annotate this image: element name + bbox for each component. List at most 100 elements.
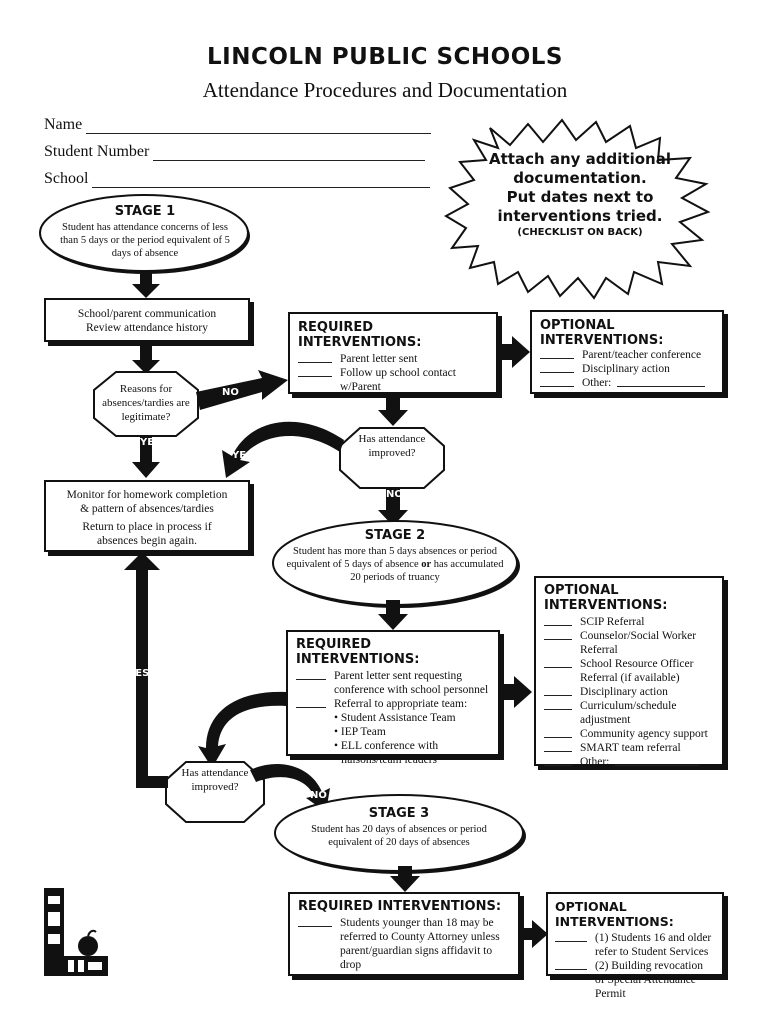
req2-item[interactable]: Parent letter sent requesting conference… xyxy=(296,669,490,697)
required-interventions-2: REQUIRED INTERVENTIONS: Parent letter se… xyxy=(286,630,500,766)
opt3-title: OPTIONAL INTERVENTIONS: xyxy=(555,899,674,929)
req3-item[interactable]: Students younger than 18 may be referred… xyxy=(298,916,510,972)
monitor-line2: & pattern of absences/tardies xyxy=(80,503,214,515)
school-label: School xyxy=(44,170,89,187)
opt1-item1-date[interactable] xyxy=(540,348,574,359)
stage2-text-b: has accumulated 20 periods of truancy xyxy=(350,559,504,583)
burst-line2: documentation. xyxy=(513,169,647,187)
opt1-item1-label: Parent/teacher conference xyxy=(582,349,702,361)
stage1-ellipse-shape xyxy=(39,194,249,272)
name-label: Name xyxy=(44,116,83,133)
stage2-text-or: or xyxy=(421,559,432,570)
school-field[interactable]: School xyxy=(44,170,431,188)
opt3-item2-date[interactable] xyxy=(555,959,587,970)
opt2-item[interactable]: Counselor/Social Worker Referral xyxy=(544,629,714,657)
decision2-shape xyxy=(339,427,445,489)
opt1-item[interactable]: Parent/teacher conference xyxy=(540,348,714,362)
burst-shape xyxy=(443,118,711,300)
logo-graphic xyxy=(44,888,108,976)
opt1-item2-date[interactable] xyxy=(540,362,574,373)
opt2-item[interactable]: Community agency support xyxy=(544,727,714,741)
decision3-no-label: NO xyxy=(310,790,327,801)
student-number-label: Student Number xyxy=(44,143,150,160)
monitor-line1: Monitor for homework completion xyxy=(66,489,228,501)
monitor-line3: Return to place in process if xyxy=(82,521,212,533)
opt2-item[interactable]: SMART team referral xyxy=(544,741,714,755)
req2-bullet: • Student Assistance Team xyxy=(334,712,456,724)
opt2-item[interactable]: Other: xyxy=(544,755,714,769)
decision1-no-label: NO xyxy=(222,387,239,398)
stage1: STAGE 1 Student has attendance concerns … xyxy=(56,204,234,260)
opt2-item[interactable]: Curriculum/schedule adjustment xyxy=(544,699,714,727)
opt2-item[interactable]: School Resource Officer Referral (if ava… xyxy=(544,657,714,685)
decision2-yes-label: YES xyxy=(232,450,254,461)
school-line[interactable] xyxy=(92,187,431,188)
required-interventions-3: REQUIRED INTERVENTIONS: Students younger… xyxy=(288,892,520,976)
decision1-yes-label: YES xyxy=(140,437,162,448)
opt1-item[interactable]: Other: xyxy=(540,376,714,390)
student-number-line[interactable] xyxy=(153,160,426,161)
req1-item2-label: Follow up school contact w/Parent xyxy=(340,367,456,393)
req2-item2-label: Referral to appropriate team: xyxy=(334,698,468,710)
stage1-title: STAGE 1 xyxy=(114,204,176,219)
req2-item1-date[interactable] xyxy=(296,669,326,680)
decision2-text: Has attendance improved? xyxy=(358,433,426,459)
opt2-item[interactable]: Disciplinary action xyxy=(544,685,714,699)
school-comm-line1: School/parent communication xyxy=(77,308,217,320)
burst-line4: interventions tried. xyxy=(497,207,663,225)
burst-checklist-note: (CHECKLIST ON BACK) xyxy=(517,227,643,238)
burst-line1: Attach any additional xyxy=(489,150,671,168)
name-line[interactable] xyxy=(86,133,432,134)
opt1-title: OPTIONAL INTERVENTIONS: xyxy=(540,318,664,348)
decision3-yes-label: YES xyxy=(128,668,150,679)
opt1-item3-label: Other: xyxy=(582,377,612,389)
decision2-no-label: NO xyxy=(386,489,403,500)
req2-title: REQUIRED INTERVENTIONS: xyxy=(296,637,420,667)
opt1-other-line[interactable] xyxy=(617,376,706,387)
opt3-item[interactable]: (2) Building revocation of Special Atten… xyxy=(555,959,715,1001)
opt1-item2-label: Disciplinary action xyxy=(582,363,670,375)
burst-note: Attach any additional documentation. Put… xyxy=(470,150,690,240)
opt1-item3-date[interactable] xyxy=(540,376,574,387)
monitor-box: Monitor for homework completion & patter… xyxy=(44,480,250,552)
req3-title: REQUIRED INTERVENTIONS: xyxy=(298,899,502,914)
req2-bullet: • IEP Team xyxy=(334,726,386,738)
req3-item-date[interactable] xyxy=(298,916,332,927)
opt3-item2-label: (2) Building revocation of Special Atten… xyxy=(595,960,703,1000)
optional-interventions-1: OPTIONAL INTERVENTIONS: Parent/teacher c… xyxy=(530,310,724,394)
req2-item2-date[interactable] xyxy=(296,697,326,708)
opt3-item[interactable]: (1) Students 16 and older refer to Stude… xyxy=(555,931,715,959)
req1-title: REQUIRED INTERVENTIONS: xyxy=(298,320,422,350)
name-field[interactable]: Name xyxy=(44,116,432,134)
stage2: STAGE 2 Student has more than 5 days abs… xyxy=(284,528,506,584)
stage2-text: Student has more than 5 days absences or… xyxy=(284,545,506,584)
stage3: STAGE 3 Student has 20 days of absences … xyxy=(292,806,506,849)
school-comm-line2: Review attendance history xyxy=(86,322,208,334)
req2-item[interactable]: Referral to appropriate team: xyxy=(296,697,490,711)
opt1-item[interactable]: Disciplinary action xyxy=(540,362,714,376)
burst-line3: Put dates next to xyxy=(506,188,654,206)
opt2-item[interactable]: SCIP Referral xyxy=(544,615,714,629)
req2-bullet: • ELL conference with liaisons/team lead… xyxy=(334,740,439,766)
opt3-item1-label: (1) Students 16 and older refer to Stude… xyxy=(595,932,712,958)
req1-item[interactable]: Follow up school contact w/Parent xyxy=(298,366,488,394)
opt2-title: OPTIONAL INTERVENTIONS: xyxy=(544,583,668,613)
req2-item1-label: Parent letter sent requesting conference… xyxy=(334,670,489,696)
monitor-line4: absences begin again. xyxy=(97,535,197,547)
req1-item[interactable]: Parent letter sent xyxy=(298,352,488,366)
optional-interventions-3: OPTIONAL INTERVENTIONS: (1) Students 16 … xyxy=(546,892,724,1000)
student-number-field[interactable]: Student Number xyxy=(44,143,426,161)
school-communication-box: School/parent communication Review atten… xyxy=(44,298,250,342)
decision1-text: Reasons for absences/tardies are legitim… xyxy=(102,383,190,423)
page-subtitle: Attendance Procedures and Documentation xyxy=(202,78,568,102)
optional-interventions-2: OPTIONAL INTERVENTIONS: SCIP Referral Co… xyxy=(534,576,724,769)
opt3-item1-date[interactable] xyxy=(555,931,587,942)
req1-item1-date[interactable] xyxy=(298,352,332,363)
req1-item2-date[interactable] xyxy=(298,366,332,377)
stage2-text-a: Student has more than 5 days absences or… xyxy=(286,546,498,570)
stage2-title: STAGE 2 xyxy=(364,528,426,543)
req3-item-label: Students younger than 18 may be referred… xyxy=(340,917,500,971)
stage1-text: Student has attendance concerns of less … xyxy=(60,222,230,259)
opt2-other-line[interactable] xyxy=(615,755,700,766)
